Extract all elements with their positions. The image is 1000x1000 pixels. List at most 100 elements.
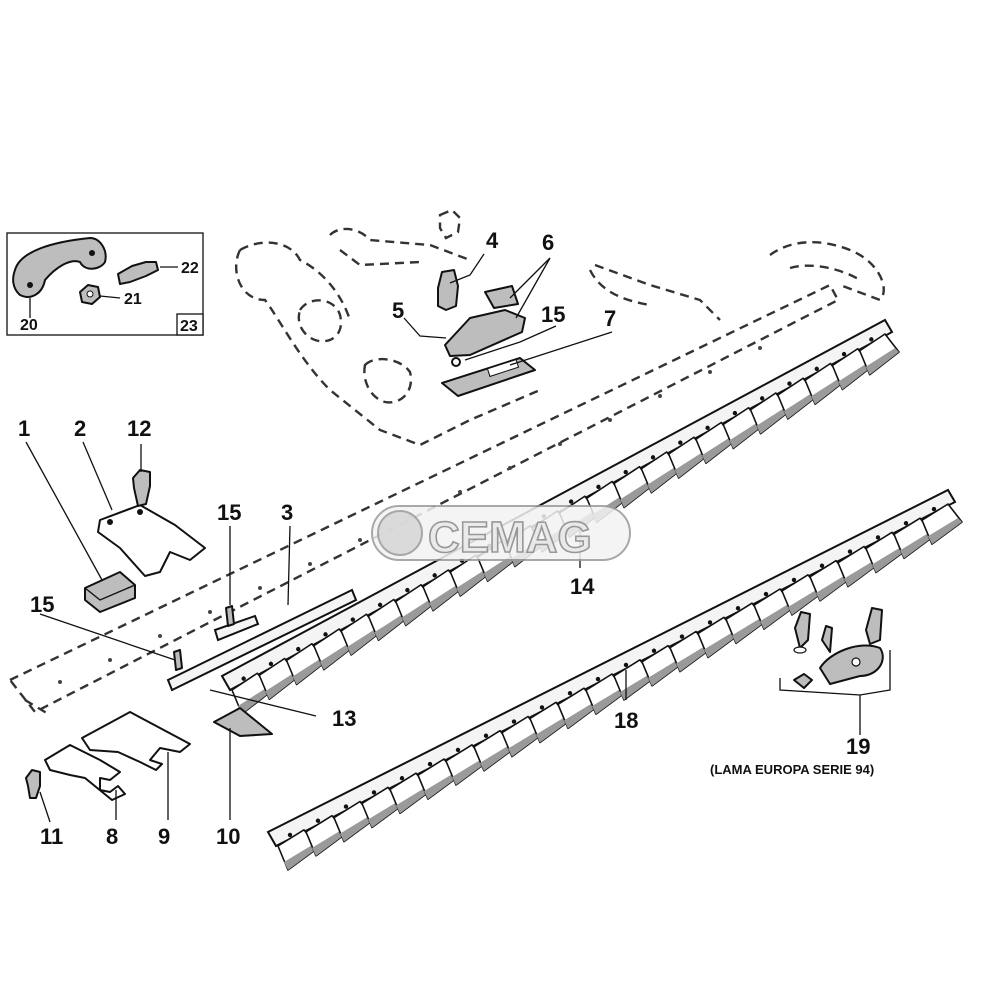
callout-7: 7 [604,306,616,331]
callout-12: 12 [127,416,151,441]
loose-parts [25,707,273,823]
knife-tooth-shade [292,657,326,685]
callout-8: 8 [106,824,118,849]
bar-hole [455,747,461,753]
callout-5: 5 [392,298,404,323]
bar-hole [651,648,657,653]
knife-tooth-shade [872,546,906,573]
callout-14: 14 [570,574,595,599]
callout-18: 18 [614,708,638,733]
knife-tooth-shade [347,628,381,655]
bar-hole [847,549,853,554]
top-assembly [403,208,613,397]
callout-13: 13 [332,706,356,731]
bar-hole [707,620,713,625]
watermark-text: CEMAG [428,513,592,562]
callout-10: 10 [216,824,240,849]
bar-hole [371,790,377,795]
callout-23: 23 [180,318,198,335]
knife-tooth-shade [483,554,517,582]
knife-tooth-shade [396,787,430,814]
bar-hole [787,381,792,386]
knife-tooth-shade [429,584,463,611]
knife-tooth-shade [401,598,436,626]
bar-hole [841,351,847,357]
bar-hole [875,535,881,540]
plate-part-8 [44,744,126,801]
inset-box: 20 21 22 23 [6,232,204,336]
knife-tooth-shade [456,569,490,596]
knife-tooth-shade [368,801,402,828]
bar-part-3 [213,614,260,642]
bar-hole [268,661,274,667]
callout-6: 6 [542,230,554,255]
knife-tooth-shade [564,702,598,729]
bar-hole [623,469,628,475]
bar-hole [427,761,433,767]
bar-hole [903,521,909,526]
dashed-housing-outline [8,227,885,717]
plate-part-5 [444,309,526,357]
knife-tooth-shade [648,659,682,686]
bar-hole [595,676,601,682]
bar-hole [819,563,825,568]
bar-hole [732,410,738,416]
bar-hole [399,776,405,781]
callout-9: 9 [158,824,170,849]
bolt-part-11 [25,769,41,799]
bar-hole [296,646,301,652]
bar-hole [539,705,545,710]
bar-hole [679,634,685,639]
knife-tooth-shade [838,362,872,390]
watermark: CEMAG [371,505,631,563]
callout-3: 3 [281,500,293,525]
bar-hole [432,573,437,578]
knife-tooth-shade [788,588,822,615]
bar-hole [791,577,797,583]
callout-4: 4 [486,228,499,253]
knife-bar-18-holes [287,506,937,838]
block-part-1 [84,571,136,613]
bar-hole [343,804,349,809]
bar-hole [650,455,656,460]
knife-tooth-shade [319,643,354,670]
bolt-part-22 [117,261,159,285]
knife-tooth-shade [704,631,738,658]
bar-hole [377,602,383,608]
knife-tooth-shade [592,688,626,715]
bar-hole [678,440,683,445]
knife-tooth-shade [676,645,710,672]
bar-hole [596,484,601,490]
knife-tooth-shade [424,773,458,800]
callout-2: 2 [74,416,86,441]
knife-tooth-shade [284,843,318,870]
bar-hole [241,676,246,681]
callout-15-left-lower: 15 [30,592,54,617]
plate-part-10 [213,707,273,737]
knife-tooth-shade [732,617,766,644]
knife-tooth-shade [340,815,374,842]
knife-tooth-shade [729,421,763,449]
callout-labels: 1 2 12 15 3 15 13 14 18 19 4 6 5 15 7 11… [18,228,874,849]
knife-bar-18-teeth [277,503,963,871]
callout-22: 22 [181,260,199,277]
caption-lama-europa: (LAMA EUROPA SERIE 94) [710,762,874,777]
bar-hole [567,691,573,696]
bar-hole [315,818,321,823]
knife-tooth-shade [783,392,818,419]
bar-hole [623,662,629,668]
bar-hole [405,587,410,593]
bar-hole [763,591,769,597]
knife-tooth-shade [374,613,408,641]
knife-tooth-shade [756,407,790,434]
knife-tooth-shade [811,377,845,405]
dashed-bar-holes [58,346,762,684]
knife-tooth-shade [865,348,899,375]
knife-tooth-shade [480,744,514,771]
bar-hole [568,499,574,504]
knife-tooth-shade [844,560,878,587]
bar-hole [350,617,356,622]
knife-tooth-shade [816,574,850,601]
knife-tooth-shade [674,451,708,478]
